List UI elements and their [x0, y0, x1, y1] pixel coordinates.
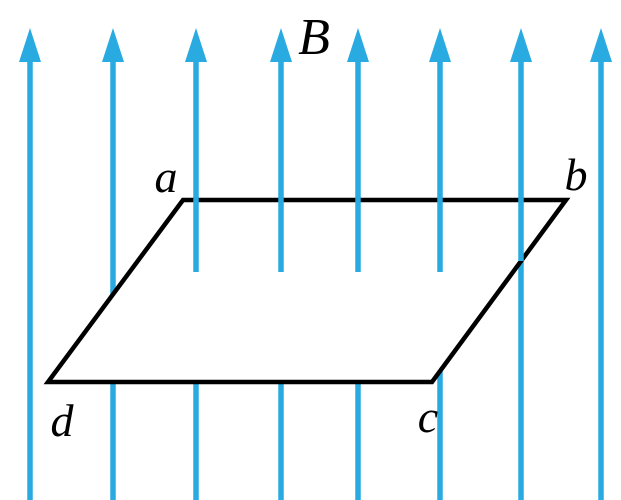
field-arrow — [510, 28, 532, 500]
field-arrow — [590, 28, 612, 500]
field-arrowhead-icon — [347, 28, 369, 62]
corner-label-b: b — [565, 149, 588, 200]
field-arrow — [19, 28, 41, 500]
field-arrowhead-icon — [102, 28, 124, 62]
labels-layer: B a b c d — [51, 9, 588, 446]
field-arrowhead-icon — [429, 28, 451, 62]
field-arrowhead-icon — [510, 28, 532, 62]
field-label-B: B — [298, 9, 330, 66]
corner-label-a: a — [155, 151, 178, 202]
loop-parallelogram — [43, 197, 571, 385]
corner-label-c: c — [418, 391, 438, 442]
corner-label-d: d — [51, 395, 75, 446]
field-arrowhead-icon — [19, 28, 41, 62]
field-arrow-front-segments-layer — [193, 197, 524, 272]
field-arrowhead-icon — [270, 28, 292, 62]
field-arrowhead-icon — [185, 28, 207, 62]
field-arrowhead-icon — [590, 28, 612, 62]
field-arrow — [102, 28, 124, 500]
